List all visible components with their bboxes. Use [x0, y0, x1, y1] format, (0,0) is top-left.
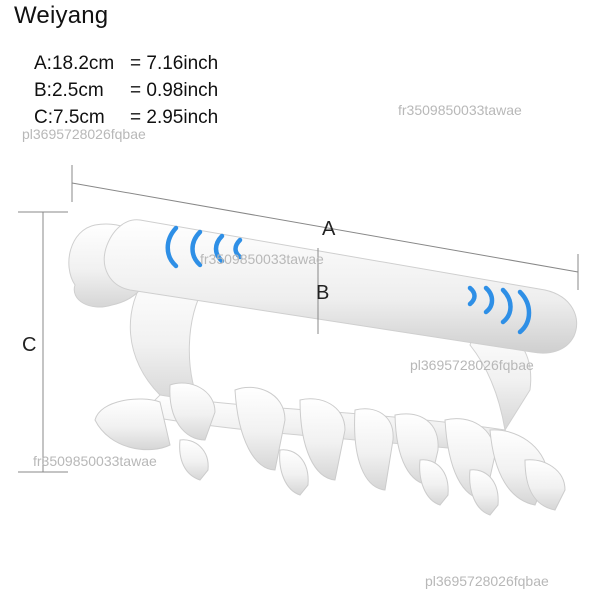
watermark-bottom-right: pl3695728026fqbae: [425, 573, 549, 589]
device-projections: [94, 382, 566, 516]
spec-row-b: B:2.5cm = 0.98inch: [34, 77, 218, 104]
dimension-label-b: B: [316, 282, 330, 304]
dimension-label-a: A: [322, 218, 336, 240]
spec-row-a: A:18.2cm = 7.16inch: [34, 50, 218, 77]
spec-list: A:18.2cm = 7.16inch B:2.5cm = 0.98inch C:7…: [34, 50, 218, 131]
indicator-arcs-right: [467, 285, 532, 335]
device-rod: [103, 219, 578, 354]
spec-row-c: C:7.5cm = 2.95inch: [34, 104, 218, 131]
spec-key: B:2.5cm: [34, 80, 104, 101]
indicator-arcs-left: [165, 225, 243, 269]
dimension-label-c: C: [22, 334, 37, 356]
spec-key: C:7.5cm: [34, 107, 105, 128]
dimension-a-line: [71, 165, 579, 290]
brand-name: Weiyang: [14, 2, 109, 29]
watermark-top-left: pl3695728026fqbae: [22, 126, 146, 142]
watermark-bottom-left: fr3509850033tawae: [33, 453, 157, 469]
watermark-right: pl3695728026fqbae: [410, 357, 534, 373]
dimension-c-line: [18, 211, 68, 473]
spec-value: = 7.16inch: [130, 53, 219, 74]
watermark-center: fr3509850033tawae: [200, 251, 324, 267]
spec-value: = 0.98inch: [130, 80, 219, 101]
watermark-top-right: fr3509850033tawae: [398, 102, 522, 118]
spec-key: A:18.2cm: [34, 53, 115, 74]
spec-value: = 2.95inch: [130, 107, 219, 128]
